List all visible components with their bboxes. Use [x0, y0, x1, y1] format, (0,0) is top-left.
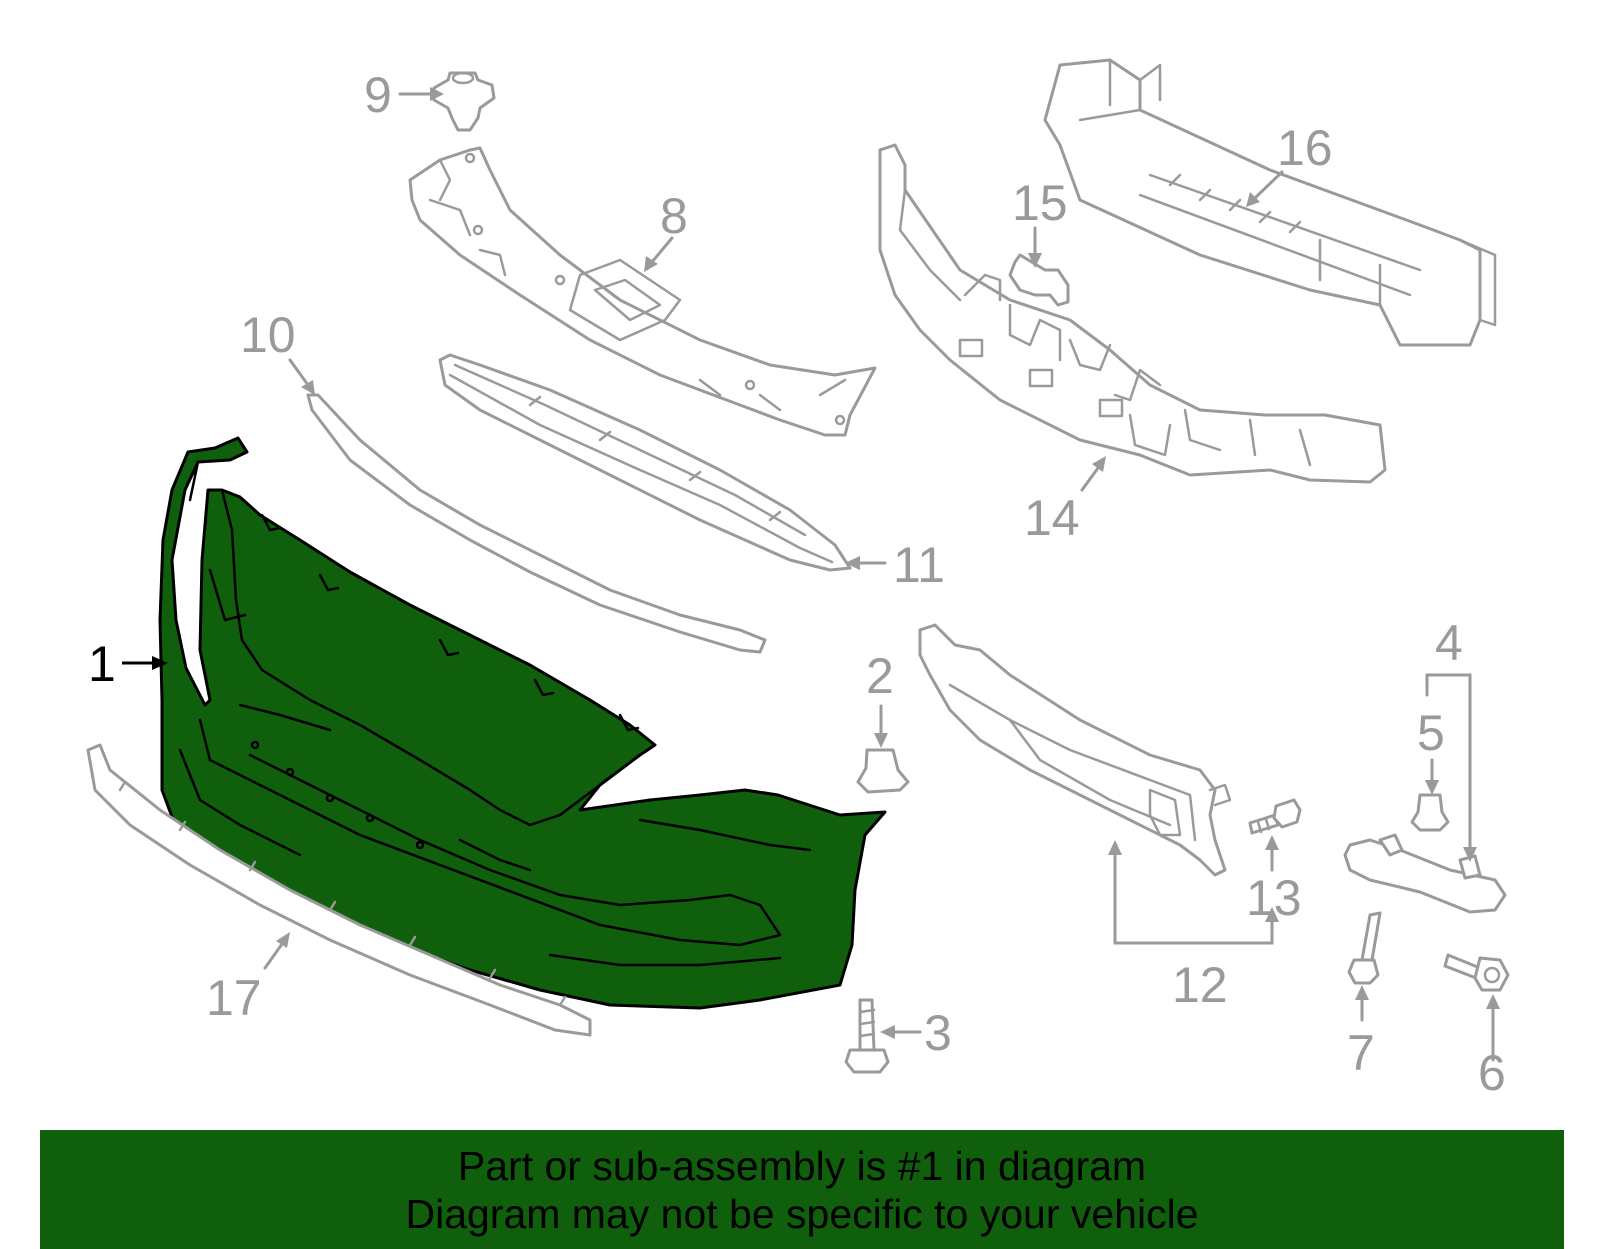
callout-6: 6 [1478, 1045, 1506, 1101]
info-banner: Part or sub-assembly is #1 in diagram Di… [40, 1130, 1564, 1249]
part-4-mounting-bracket[interactable] [1343, 833, 1507, 914]
part-9-push-pin[interactable] [432, 71, 496, 132]
callout-numbers: 1 2 3 4 5 6 7 8 9 10 11 12 13 14 15 16 1… [88, 67, 1506, 1101]
banner-line-2: Diagram may not be specific to your vehi… [405, 1190, 1199, 1237]
part-12-fog-lamp-bezel[interactable] [918, 623, 1232, 877]
callout-15: 15 [1012, 175, 1068, 231]
part-14-energy-absorber[interactable] [878, 143, 1387, 484]
part-15-clip[interactable] [1008, 253, 1070, 307]
callout-10: 10 [240, 307, 296, 363]
part-11-grille[interactable] [438, 353, 852, 572]
part-8-upper-bracket[interactable] [408, 146, 877, 437]
part-3-bolt[interactable] [844, 998, 890, 1074]
callout-2: 2 [866, 648, 894, 704]
callout-13: 13 [1246, 870, 1302, 926]
part-2-pad[interactable] [856, 748, 910, 794]
callout-14: 14 [1024, 490, 1080, 546]
callout-1: 1 [88, 636, 116, 692]
callout-5: 5 [1417, 705, 1445, 761]
callout-11: 11 [893, 537, 945, 593]
part-17-lower-strip[interactable] [86, 743, 592, 1037]
part-10-molding-strip[interactable] [306, 393, 767, 654]
callout-12: 12 [1172, 957, 1228, 1013]
callout-4: 4 [1435, 615, 1463, 671]
part-16-reinforcement-beam[interactable] [1043, 58, 1497, 347]
part-1-bumper-cover[interactable] [158, 436, 887, 1010]
part-13-screw[interactable] [1248, 798, 1302, 835]
parts-diagram: 1 2 3 4 5 6 7 8 9 10 11 12 13 14 15 16 1… [86, 58, 1510, 1101]
callout-8: 8 [660, 188, 688, 244]
part-7-screw[interactable] [1347, 911, 1382, 985]
callout-9: 9 [364, 67, 392, 123]
callout-17: 17 [206, 970, 262, 1026]
part-6-bolt[interactable] [1443, 953, 1510, 992]
part-5-clip[interactable] [1410, 793, 1450, 832]
callout-3: 3 [924, 1005, 952, 1061]
callout-16: 16 [1277, 120, 1333, 176]
leader-lines [122, 87, 1500, 1062]
banner-line-1: Part or sub-assembly is #1 in diagram [457, 1142, 1147, 1189]
callout-7: 7 [1347, 1025, 1375, 1081]
